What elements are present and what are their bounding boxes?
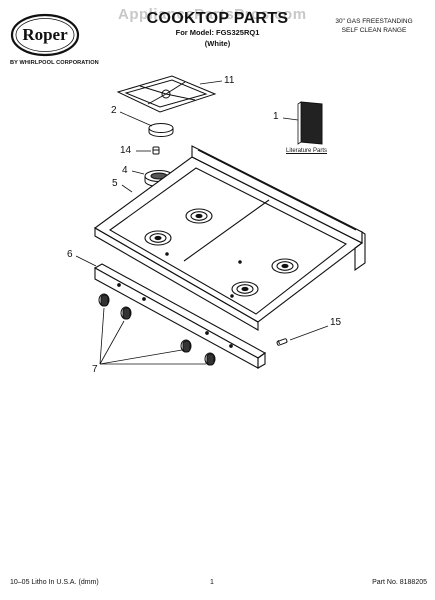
model-line: For Model: FGS325RQ1 [175, 28, 260, 37]
brand-logo: Roper [12, 14, 78, 56]
callout-6: 6 [67, 249, 73, 260]
page-number: 1 [210, 579, 214, 586]
burner-cap [148, 123, 174, 137]
screw [276, 338, 288, 346]
control-knob [98, 293, 110, 307]
watermark: AppliancePartsPros.com [118, 6, 307, 23]
footer-litho: 10–05 Litho In U.S.A. (dmm) [10, 579, 99, 586]
callout-4: 4 [122, 165, 128, 176]
burner-ring [271, 258, 299, 274]
brand-name: Roper [22, 25, 68, 44]
roper-logo [10, 13, 80, 57]
callout-15: 15 [330, 317, 342, 328]
callout-5: 5 [112, 178, 118, 189]
callout-7: 7 [92, 364, 98, 375]
burner-ring [185, 208, 213, 224]
orifice-part [152, 146, 160, 155]
control-knob [180, 339, 192, 353]
cooktop-panel [93, 145, 366, 331]
literature-parts-label: Literature Parts [286, 148, 328, 154]
range-type-line-2: SELF CLEAN RANGE [341, 27, 407, 34]
range-type-line-1: 30" GAS FREESTANDING [335, 18, 413, 25]
control-knob [120, 306, 132, 320]
callout-1: 1 [273, 111, 279, 122]
brand-subtitle: BY WHIRLPOOL CORPORATION [10, 60, 99, 66]
callout-11: 11 [224, 75, 235, 86]
color-line: (White) [204, 39, 231, 48]
page-title: COOKTOP PARTS [146, 10, 289, 27]
burner-ring [144, 230, 172, 246]
control-panel [93, 263, 267, 369]
leader-lines [75, 80, 329, 365]
burner-grate [116, 75, 217, 113]
control-knob [204, 352, 216, 366]
part-number: Part No. 8188205 [372, 579, 427, 586]
callout-2: 2 [111, 105, 117, 116]
literature-booklet [297, 101, 323, 145]
burner-ring [231, 281, 259, 297]
callout-14: 14 [120, 145, 132, 156]
